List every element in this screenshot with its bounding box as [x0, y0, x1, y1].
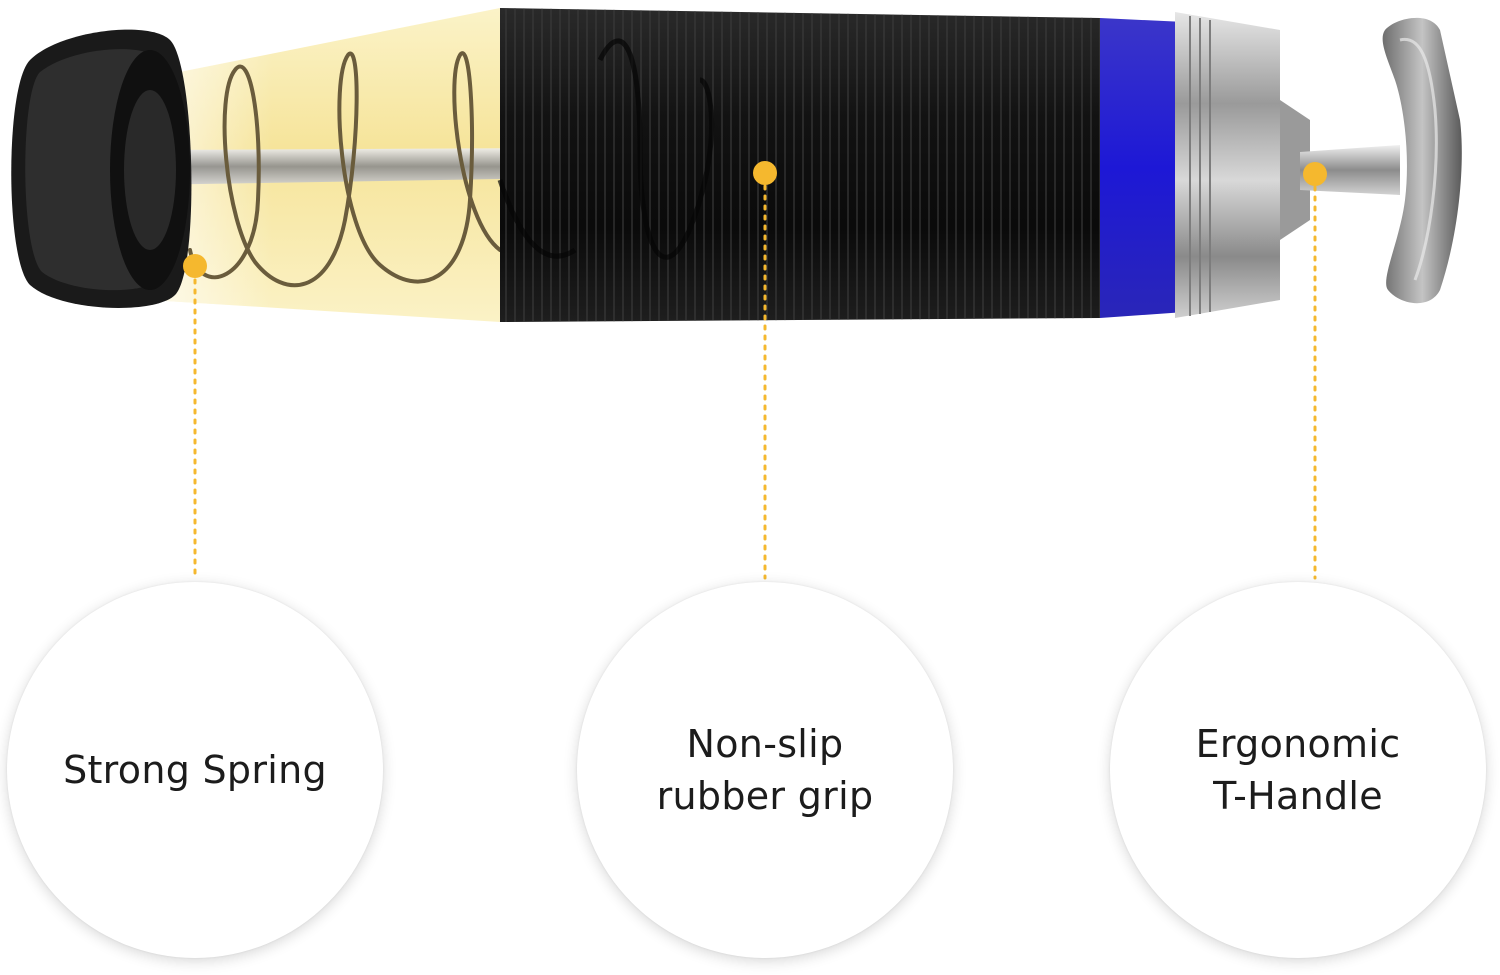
callout-t-handle: Ergonomic T-Handle [1110, 582, 1486, 958]
callout-label-line: Strong Spring [63, 748, 327, 792]
callout-rubber-grip: Non-slip rubber grip [577, 582, 953, 958]
callout-label-line: rubber grip [656, 774, 874, 818]
callout-leaders [183, 161, 1327, 580]
t-handle [1382, 17, 1462, 304]
metal-cap [1175, 12, 1310, 318]
marker-dot-spring [183, 254, 207, 278]
piston-rod [140, 148, 560, 185]
handle-rod [1300, 145, 1400, 195]
rubber-end-cap [11, 29, 192, 308]
callout-label-line: Non-slip [686, 722, 844, 766]
callout-label-line: T-Handle [1213, 774, 1383, 818]
callout-label: Non-slip rubber grip [657, 718, 874, 822]
callout-label: Ergonomic T-Handle [1196, 718, 1401, 822]
marker-dot-handle [1303, 162, 1327, 186]
callout-strong-spring: Strong Spring [7, 582, 383, 958]
marker-dot-grip [753, 161, 777, 185]
callout-label-line: Ergonomic [1195, 722, 1401, 766]
rubber-grip-body [497, 8, 1100, 322]
blue-band [1100, 18, 1185, 318]
spring-coil [188, 51, 502, 288]
callout-label: Strong Spring [63, 744, 327, 796]
